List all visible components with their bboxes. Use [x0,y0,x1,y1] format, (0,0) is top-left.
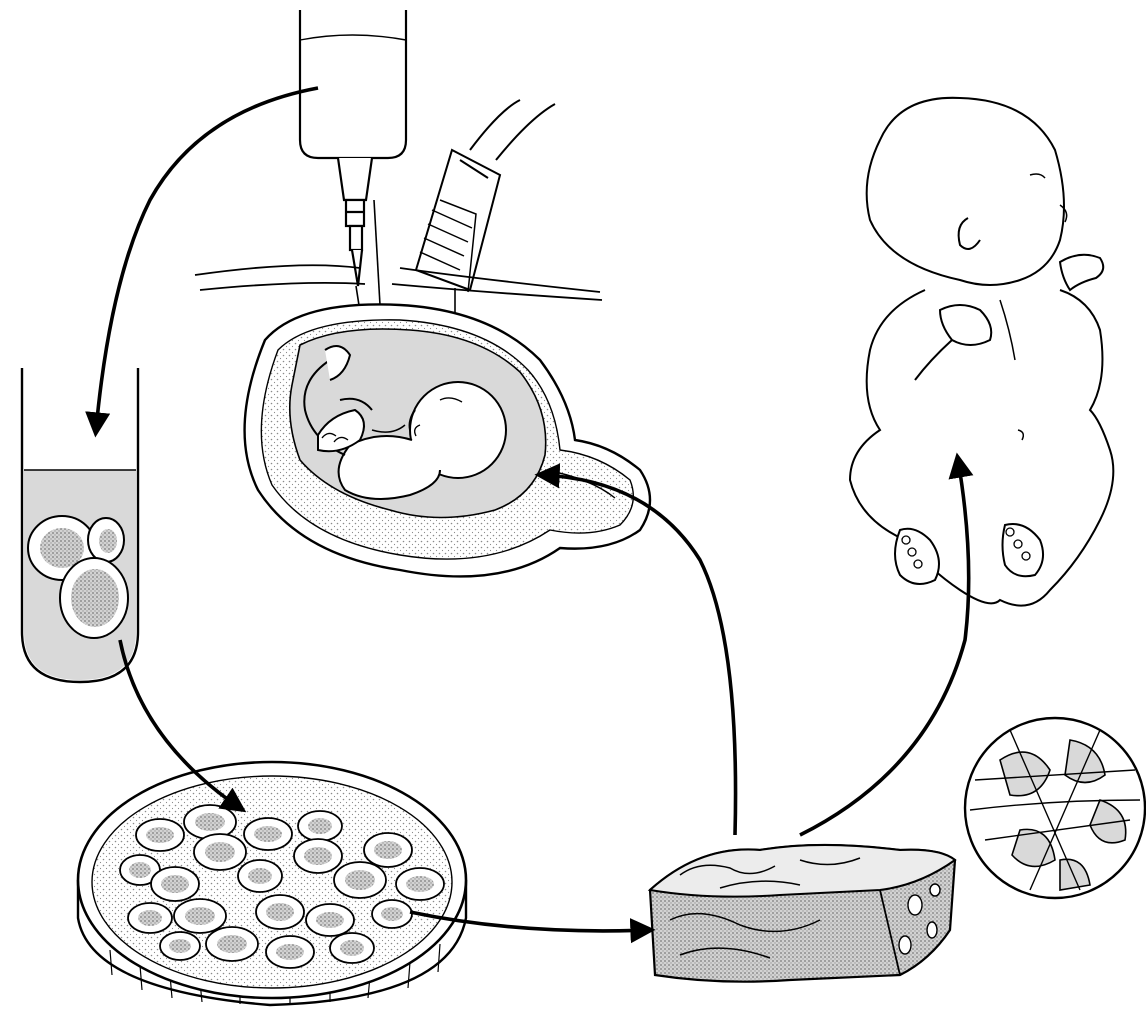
abdominal-wall [195,265,602,300]
tissue-scaffold [650,845,955,982]
newborn [850,98,1113,606]
petri-dish [78,762,466,1005]
amniocentesis-scene [195,10,650,576]
test-tube [22,368,138,682]
magnified-scaffold [965,718,1145,898]
